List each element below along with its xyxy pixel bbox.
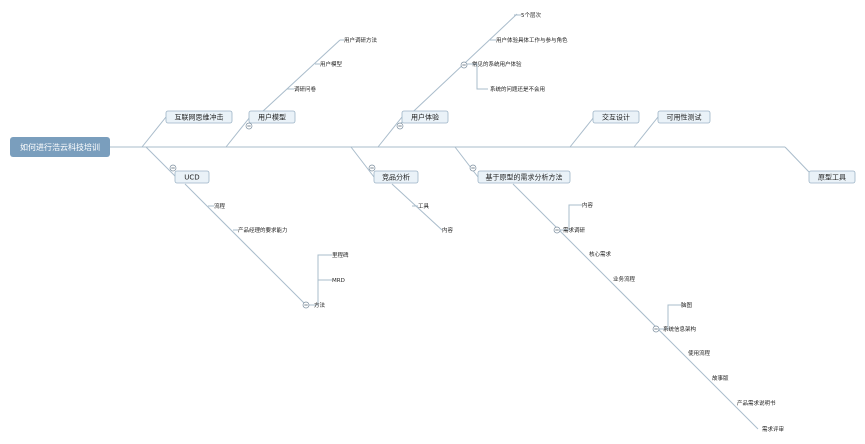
branch-internet[interactable]: 互联网思维冲击 [165,110,233,124]
collapse-toggle[interactable] [652,325,660,333]
connector-line [184,183,307,306]
connector-line [399,13,518,125]
collapse-toggle[interactable] [460,61,468,69]
branch-prototype-label: 基于原型的需求分析方法 [486,173,563,182]
connector-line [377,116,403,148]
branch-competitor-label: 竞品分析 [382,173,410,182]
leaf-topic[interactable]: 产品需求说明书 [737,399,776,407]
branch-interaction[interactable]: 交互设计 [592,110,640,124]
branch-competitor[interactable]: 竞品分析 [373,170,419,184]
leaf-topic[interactable]: 需求调研 [563,226,586,234]
branch-usability-box [657,110,711,124]
connector-line [248,39,341,125]
collapse-toggle[interactable] [169,164,177,172]
leaf-topic[interactable]: 核心需求 [589,250,612,258]
leaf-topic[interactable]: 脑图 [681,301,693,309]
connector-lines [110,13,810,430]
leaf-topic[interactable]: 业务流程 [613,275,636,283]
connector-line [145,146,177,178]
collapse-toggle[interactable] [245,122,253,130]
branch-user-model-box [248,110,296,124]
branch-prototype[interactable]: 基于原型的需求分析方法 [477,170,571,184]
branch-interaction-label: 交互设计 [602,113,630,122]
leaf-topic[interactable]: 里程碑 [332,251,349,259]
connector-line [557,204,582,231]
branch-usability-label: 可用性测试 [667,113,702,122]
branch-competitor-box [373,170,419,184]
connector-line [656,304,681,330]
connector-line [633,116,659,148]
connector-line [569,116,595,148]
leaf-topic[interactable]: 内容 [582,201,594,209]
branch-ux[interactable]: 用户体验 [401,110,449,124]
root-topic-box [10,137,110,157]
root-topic-label: 如何进行浩云科技培训 [20,142,100,152]
branch-prototype-box [477,170,571,184]
branch-ux-label: 用户体验 [411,113,439,122]
leaf-topic[interactable]: 系统信息架构 [663,325,697,333]
connector-line [512,183,759,430]
branch-user-model[interactable]: 用户模型 [248,110,296,124]
branch-user-model-label: 用户模型 [258,113,286,122]
branch-tools[interactable]: 原型工具 [808,170,856,184]
leaf-topic[interactable]: MRD [332,278,345,284]
branch-usability[interactable]: 可用性测试 [657,110,711,124]
leaf-topic[interactable]: 流程 [214,202,226,210]
branch-tools-box [808,170,856,184]
leaf-topic[interactable]: 常见的系统用户体验 [472,60,522,68]
leaf-topic[interactable]: 调研问卷 [294,85,317,93]
branch-ucd-box [174,170,210,184]
branch-ucd-label: UCD [184,174,199,182]
connector-line [141,116,167,148]
branch-ux-box [401,110,449,124]
branch-internet-box [165,110,233,124]
leaf-topic[interactable]: 系统的问题还是不会用 [490,85,545,93]
leaf-topic[interactable]: 产品经理的要求能力 [238,226,288,234]
leaf-topic[interactable]: 方法 [314,301,326,309]
root-topic[interactable]: 如何进行浩云科技培训 [10,137,110,157]
leaf-topic[interactable]: 内容 [442,226,454,234]
collapse-toggle[interactable] [396,122,404,130]
connector-line [464,63,488,90]
collapse-toggle[interactable] [302,301,310,309]
leaf-topic[interactable]: 工具 [418,203,430,210]
leaf-topic[interactable]: 使用流程 [688,349,711,357]
collapse-toggle[interactable] [553,226,561,234]
connector-line [225,116,251,148]
collapse-toggle[interactable] [368,164,376,172]
leaf-topic[interactable]: 用户调研方法 [344,36,378,44]
leaf-topic[interactable]: 需求评审 [762,425,785,433]
branch-tools-label: 原型工具 [818,173,846,182]
branch-interaction-box [592,110,640,124]
connector-line [391,183,443,231]
spine-to-tools [784,146,810,173]
connector-line [350,146,375,178]
collapse-toggle[interactable] [469,164,477,172]
branch-internet-label: 互联网思维冲击 [175,113,224,122]
leaf-topic[interactable]: 用户模型 [320,60,343,68]
leaf-topic[interactable]: 5个层次 [521,11,541,19]
diagram-nodes: 如何进行浩云科技培训互联网思维冲击用户模型调研问卷用户模型用户调研方法用户体验常… [10,11,856,433]
leaf-topic[interactable]: 用户体验具体工作与参与角色 [496,36,568,44]
branch-ucd[interactable]: UCD [174,170,210,184]
leaf-topic[interactable]: 故事版 [712,374,729,382]
connector-line [454,146,479,178]
